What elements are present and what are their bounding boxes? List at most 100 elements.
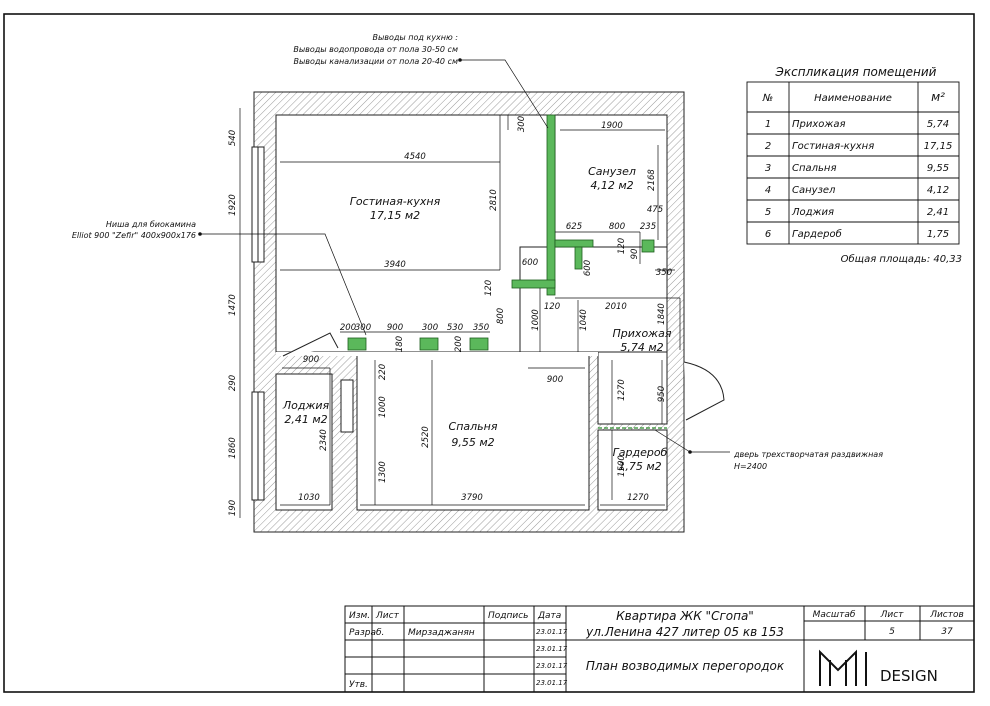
dim-label: 220	[378, 364, 388, 380]
dim-label: 1900	[601, 121, 623, 131]
dim-label: 1840	[657, 303, 667, 325]
brand-logo	[819, 649, 867, 686]
room-area: 2,41 м2	[284, 413, 327, 426]
explication-cell: 4,12	[927, 185, 949, 196]
dim-label: 90	[630, 249, 640, 260]
explication-cell: 4	[765, 185, 771, 196]
explication-cell: 5,74	[927, 119, 949, 130]
explication-header: Наименование	[814, 93, 892, 104]
room-area: 5,74 м2	[620, 341, 663, 354]
explication-cell: 17,15	[924, 141, 953, 152]
dim-label: 300	[355, 323, 371, 333]
dim-label: 120	[484, 280, 494, 296]
dim-label: 1920	[228, 194, 238, 216]
room-loggia	[275, 373, 333, 511]
tb-col-header: Лист	[375, 611, 400, 621]
room-name: Лоджия	[282, 399, 330, 412]
dim-label: 200	[340, 323, 356, 333]
dim-label: 2168	[647, 169, 657, 191]
dim-label: 200	[454, 336, 464, 352]
dim-label: 2340	[319, 429, 329, 451]
explication-header: м²	[931, 90, 945, 104]
dim-label: 2810	[489, 189, 499, 211]
tb-col-header: Подпись	[488, 611, 528, 621]
explication-cell: 1,75	[927, 229, 949, 240]
explication-table: Экспликация помещений № Наименование м² …	[746, 65, 962, 265]
room-bedroom	[356, 351, 590, 511]
partition-bath-bottom	[554, 239, 594, 248]
dim-label: 1270	[627, 493, 649, 503]
explication-cell: Спальня	[792, 163, 837, 174]
partition-fireplace-2	[419, 337, 439, 351]
tb-date: 23.01.17	[536, 662, 568, 670]
dim-label: 180	[395, 336, 405, 352]
explication-cell: Прихожая	[792, 119, 846, 130]
corridor	[276, 352, 598, 356]
dim-label: 3940	[384, 260, 406, 270]
dim-label: 950	[657, 386, 667, 402]
dim-label: 1270	[617, 379, 627, 401]
dim-label: 1470	[228, 294, 238, 316]
dim-label: 475	[647, 205, 663, 215]
dim-label: 1040	[579, 309, 589, 331]
dim-label: 540	[228, 130, 238, 146]
tb-sheets-label: Листов	[929, 610, 964, 620]
dim-label: 290	[228, 375, 238, 391]
dim-label: 800	[496, 308, 506, 324]
brand-name: DESIGN	[880, 667, 938, 685]
dim-label: 530	[447, 323, 463, 333]
partition-kitchen-step	[511, 279, 556, 289]
explication-cell: 2	[765, 141, 771, 152]
dim-label: 300	[517, 116, 527, 132]
dim-label: 2010	[605, 302, 627, 312]
kitchen-note-water: Выводы водопровода от пола 30-50 см	[293, 45, 458, 54]
dim-label: 1030	[298, 493, 320, 503]
dimension-labels: 540 1920 1470 290 1860 190 4540 2810 394…	[228, 116, 672, 516]
notes: Выводы под кухню : Выводы водопровода от…	[72, 33, 883, 471]
room-name: Прихожая	[613, 327, 672, 340]
kitchen-note-sewer: Выводы канализации от пола 20-40 см	[293, 57, 458, 66]
partition-niche	[641, 239, 655, 253]
dim-label: 3790	[461, 493, 483, 503]
dim-label: 900	[387, 323, 403, 333]
fireplace-note-model: Elliot 900 "Zefir" 400x900x176	[72, 231, 196, 240]
explication-cell: 2,41	[927, 207, 949, 218]
room-name: Гостиная-кухня	[350, 195, 441, 208]
dim-label: 1000	[531, 309, 541, 331]
room-name: Спальня	[449, 420, 498, 433]
explication-cell: Гостиная-кухня	[792, 141, 874, 152]
loggia-door	[282, 332, 339, 357]
dim-label: 300	[422, 323, 438, 333]
dim-label: 2520	[421, 426, 431, 448]
dim-label: 600	[583, 260, 593, 276]
dim-label: 120	[617, 238, 627, 254]
room-hall	[519, 246, 668, 353]
title-block: Изм. Лист Подпись Дата Разраб. Мирзаджан…	[344, 605, 975, 693]
tb-role: Разраб.	[349, 628, 384, 638]
tb-sheets-value: 37	[941, 627, 953, 637]
dim-label: 1300	[378, 461, 388, 483]
fireplace-note-title: Ниша для биокамина	[106, 220, 196, 229]
partition-bath-vertical	[546, 114, 556, 296]
total-area: Общая площадь: 40,33	[841, 253, 962, 265]
tb-scale-label: Масштаб	[813, 610, 856, 620]
dim-label: 900	[303, 355, 319, 365]
tb-person: Мирзаджанян	[408, 628, 475, 638]
dim-label: 800	[609, 222, 625, 232]
dim-label: 600	[522, 258, 538, 268]
project-title: Квартира ЖК "Сгопа"	[616, 609, 754, 623]
explication-cell: 9,55	[927, 163, 949, 174]
partition-fireplace-3	[469, 337, 489, 351]
room-area: 17,15 м2	[370, 209, 420, 222]
dim-label: 900	[547, 375, 563, 385]
room-area: 1,75 м2	[618, 460, 661, 473]
room-hall-lower	[597, 351, 668, 425]
explication-header: №	[762, 93, 773, 104]
tb-col-header: Изм.	[349, 611, 370, 621]
explication-cell: Гардероб	[792, 228, 842, 240]
room-living-kitchen	[275, 114, 553, 353]
explication-cell: 6	[765, 229, 771, 240]
explication-cell: Санузел	[792, 185, 836, 196]
explication-cell: 5	[765, 207, 771, 218]
dim-label: 1500	[617, 455, 627, 477]
